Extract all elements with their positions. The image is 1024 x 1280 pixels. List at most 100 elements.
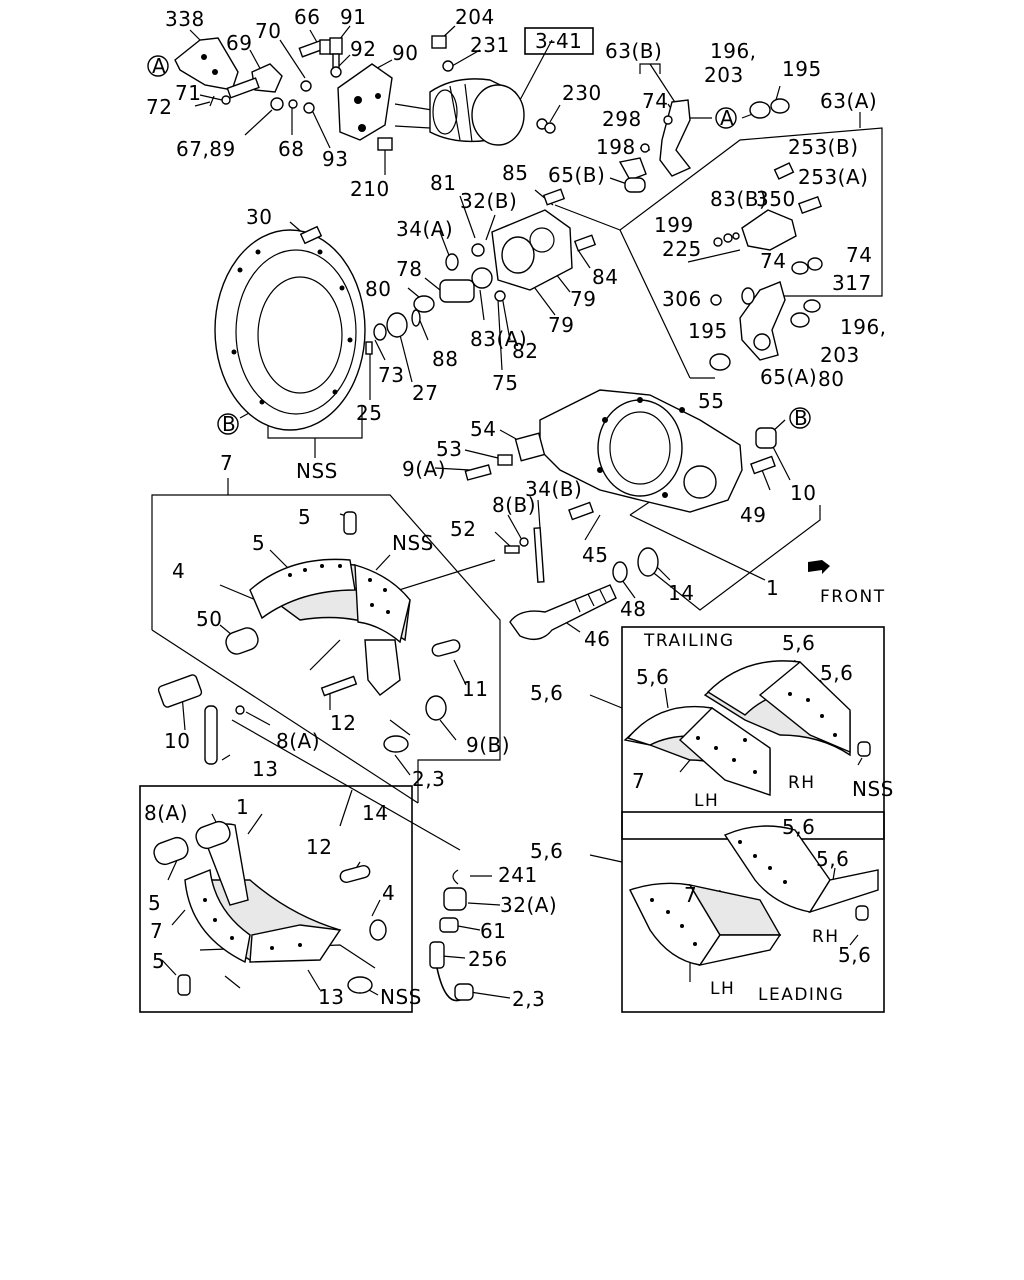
sensor-parts xyxy=(429,869,474,1002)
callout: 195 xyxy=(782,57,822,81)
callout: 70 xyxy=(255,19,281,43)
shoe-panel-lower xyxy=(139,785,413,1013)
callout: 34(A) xyxy=(396,217,453,241)
callout: NSS xyxy=(380,985,422,1009)
callout: 52 xyxy=(450,517,476,541)
callout: 55 xyxy=(698,389,724,413)
callout: 80 xyxy=(365,277,391,301)
callout: 5 xyxy=(298,505,311,529)
circle-ref-b-left: B xyxy=(217,412,239,436)
callout: 317 xyxy=(832,271,872,295)
callout: 8(A) xyxy=(276,729,320,753)
callout: 10 xyxy=(790,481,816,505)
trailing-shoes xyxy=(623,660,871,796)
camshaft-bracket-parts xyxy=(365,188,597,355)
callout: 63(A) xyxy=(820,89,877,113)
callout: 32(B) xyxy=(460,189,517,213)
callout: 83(B) xyxy=(710,187,767,211)
callout: NSS xyxy=(392,531,434,555)
callout: 231 xyxy=(470,33,510,57)
callout: 5 xyxy=(252,531,265,555)
circle-ref-a-left: A xyxy=(147,54,169,78)
callout: 4 xyxy=(382,881,395,905)
callout: 63(B) xyxy=(605,39,662,63)
callout: 53 xyxy=(436,437,462,461)
callout: 5 xyxy=(152,949,165,973)
washer-92 xyxy=(330,66,342,78)
callout: 4 xyxy=(172,559,185,583)
callout: 69 xyxy=(226,31,252,55)
callout: 12 xyxy=(306,835,332,859)
callout: 65(B) xyxy=(548,163,605,187)
callout: 5 xyxy=(148,891,161,915)
callout: 225 xyxy=(662,237,702,261)
callout: 88 xyxy=(432,347,458,371)
callout: 7 xyxy=(150,919,163,943)
callout: 9(A) xyxy=(402,457,446,481)
circle-ref-a-right: A xyxy=(715,106,737,130)
callout: 2,3 xyxy=(512,987,545,1011)
callout: 54 xyxy=(470,417,496,441)
callout: 5,6 xyxy=(636,665,669,689)
valve-assembly-350 xyxy=(687,162,823,275)
callout: 9(B) xyxy=(466,733,510,757)
callout: 74 xyxy=(846,243,872,267)
callout: 203 xyxy=(704,63,744,87)
callout: 7 xyxy=(632,769,645,793)
leading-rh: RH xyxy=(812,927,840,947)
callout: 8(B) xyxy=(492,493,536,517)
callout: 66 xyxy=(294,5,320,29)
backing-plate xyxy=(214,225,366,431)
leader-lines xyxy=(151,25,883,999)
callout: 84 xyxy=(592,265,618,289)
callout: 5,6 xyxy=(820,661,853,685)
callout: 82 xyxy=(512,339,538,363)
callout: 14 xyxy=(668,581,694,605)
callout: 7 xyxy=(220,451,233,475)
spider-housing-45 xyxy=(464,389,777,521)
callout: 78 xyxy=(396,257,422,281)
bolt-66 xyxy=(298,39,333,58)
callout: 253(B) xyxy=(788,135,859,159)
callout: 253(A) xyxy=(798,165,868,189)
callout: 90 xyxy=(392,41,418,65)
brake-shoe-upper xyxy=(157,511,461,765)
ref-box xyxy=(524,27,594,55)
ref-box-label: 3-41 xyxy=(535,29,582,53)
nuts-230 xyxy=(536,118,556,134)
trailing-lh: LH xyxy=(694,791,719,811)
ring-196 xyxy=(749,101,771,119)
callout: 27 xyxy=(412,381,438,405)
callout: NSS xyxy=(852,777,894,801)
callout: 79 xyxy=(570,287,596,311)
callout: 91 xyxy=(340,5,366,29)
callout: 67,89 xyxy=(176,137,236,161)
callout: 10 xyxy=(164,729,190,753)
callout: 73 xyxy=(378,363,404,387)
callout: 2,3 xyxy=(412,767,445,791)
svg-text:A: A xyxy=(720,106,734,130)
leading-title: LEADING xyxy=(758,985,844,1005)
callout: 79 xyxy=(548,313,574,337)
callout: 195 xyxy=(688,319,728,343)
brake-chamber xyxy=(394,78,525,146)
callout: 1 xyxy=(236,795,249,819)
callout: 61 xyxy=(480,919,506,943)
callout: 83(A) xyxy=(470,327,527,351)
callout: 72 xyxy=(146,95,172,119)
svg-text:B: B xyxy=(222,412,236,436)
callout: 5,6 xyxy=(530,839,563,863)
callout: 241 xyxy=(498,863,538,887)
callout: 25 xyxy=(356,401,382,425)
callout: 196, xyxy=(710,39,757,63)
circle-ref-b-right: B xyxy=(789,406,811,430)
ring-195 xyxy=(770,98,790,114)
camshaft-50 xyxy=(504,527,659,641)
leading-lh: LH xyxy=(710,979,735,999)
callout: 65(A) xyxy=(760,365,817,389)
callout: NSS xyxy=(296,459,338,483)
callout: 5,6 xyxy=(816,847,849,871)
callout: 34(B) xyxy=(525,477,582,501)
callout: 256 xyxy=(468,947,508,971)
callout: 46 xyxy=(584,627,610,651)
